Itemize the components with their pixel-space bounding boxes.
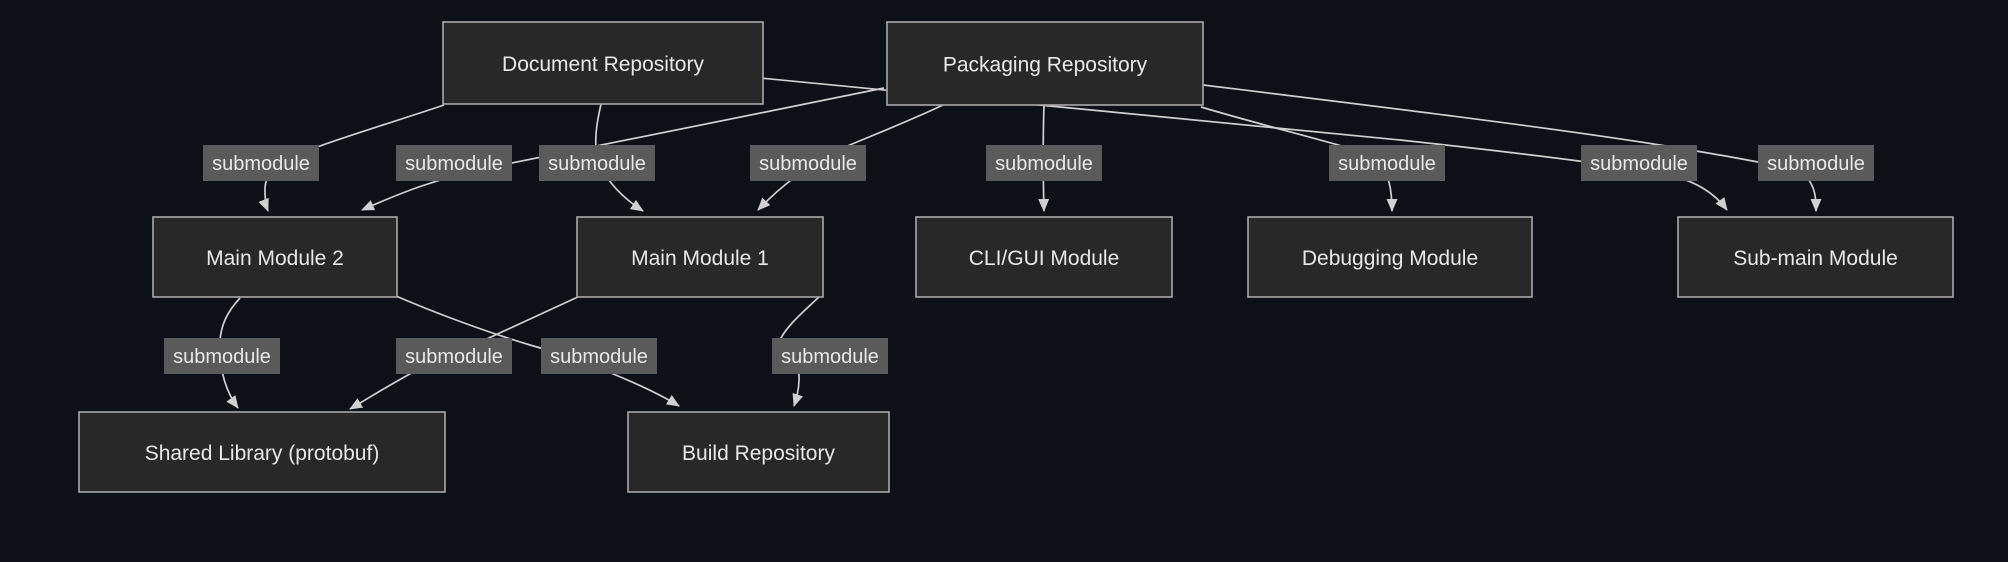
node-label: Build Repository [682, 442, 835, 465]
edge-labels-layer: submodule submodule submodule submodule subm… [164, 145, 1874, 374]
edge-label-text: submodule [759, 153, 857, 175]
node-box [152, 216, 398, 298]
node-label: Document Repository [502, 53, 704, 76]
nodes-layer: Document Repository Packaging RepositoryM… [78, 21, 1954, 493]
node-build-repository: Build Repository [627, 411, 890, 493]
edge-label-background [772, 338, 888, 374]
node-cli-gui-module: CLI/GUI Module [915, 216, 1173, 298]
edge-packaging-repository-to-sub-main-module [1202, 84, 1822, 212]
node-sub-main-module: Sub-main Module [1677, 216, 1954, 298]
edge-label-background [1581, 145, 1697, 181]
edge-label-text: submodule [1590, 153, 1688, 175]
edge-label-text: submodule [781, 346, 879, 368]
node-document-repository: Document Repository [442, 21, 764, 105]
edge-main-module-2-to-build-repository [395, 295, 680, 407]
node-main-module-1: Main Module 1 [576, 216, 824, 298]
edge-label-submodule: submodule [1758, 145, 1874, 181]
node-box [442, 21, 764, 105]
edge-label-submodule: submodule [986, 145, 1102, 181]
edge-label-submodule: submodule [164, 338, 280, 374]
edge-label-text: submodule [548, 153, 646, 175]
edge-label-submodule: submodule [1581, 145, 1697, 181]
edge-label-background [203, 145, 319, 181]
edge-label-background [396, 145, 512, 181]
edge-label-background [164, 338, 280, 374]
node-label: Main Module 2 [206, 247, 344, 270]
edge-label-background [750, 145, 866, 181]
node-debugging-module: Debugging Module [1247, 216, 1533, 298]
node-box [78, 411, 446, 493]
edge-label-submodule: submodule [396, 145, 512, 181]
node-shared-library: Shared Library (protobuf) [78, 411, 446, 493]
edge-label-background [396, 338, 512, 374]
node-label: Debugging Module [1302, 247, 1478, 270]
node-box [627, 411, 890, 493]
edge-label-text: submodule [1338, 153, 1436, 175]
node-packaging-repository: Packaging Repository [886, 21, 1204, 106]
node-box [1247, 216, 1533, 298]
edge-label-text: submodule [212, 153, 310, 175]
node-main-module-2: Main Module 2 [152, 216, 398, 298]
node-box [576, 216, 824, 298]
node-label: Packaging Repository [943, 54, 1148, 77]
edge-label-text: submodule [995, 153, 1093, 175]
node-box [915, 216, 1173, 298]
edge-label-submodule: submodule [539, 145, 655, 181]
edge-label-text: submodule [550, 346, 648, 368]
edge-label-submodule: submodule [203, 145, 319, 181]
edge-label-submodule: submodule [772, 338, 888, 374]
edge-label-background [539, 145, 655, 181]
edge-label-submodule: submodule [1329, 145, 1445, 181]
node-label: Shared Library (protobuf) [145, 442, 380, 465]
edge-label-text: submodule [1767, 153, 1865, 175]
edge-label-text: submodule [173, 346, 271, 368]
node-label: Sub-main Module [1733, 247, 1898, 270]
edge-label-background [541, 338, 657, 374]
edge-label-submodule: submodule [396, 338, 512, 374]
edge-label-background [986, 145, 1102, 181]
node-label: Main Module 1 [631, 247, 769, 270]
edge-label-submodule: submodule [541, 338, 657, 374]
node-box [886, 21, 1204, 106]
node-label: CLI/GUI Module [969, 247, 1120, 270]
edge-label-submodule: submodule [750, 145, 866, 181]
edge-label-background [1758, 145, 1874, 181]
node-box [1677, 216, 1954, 298]
edge-label-text: submodule [405, 153, 503, 175]
edge-label-text: submodule [405, 346, 503, 368]
edge-label-background [1329, 145, 1445, 181]
